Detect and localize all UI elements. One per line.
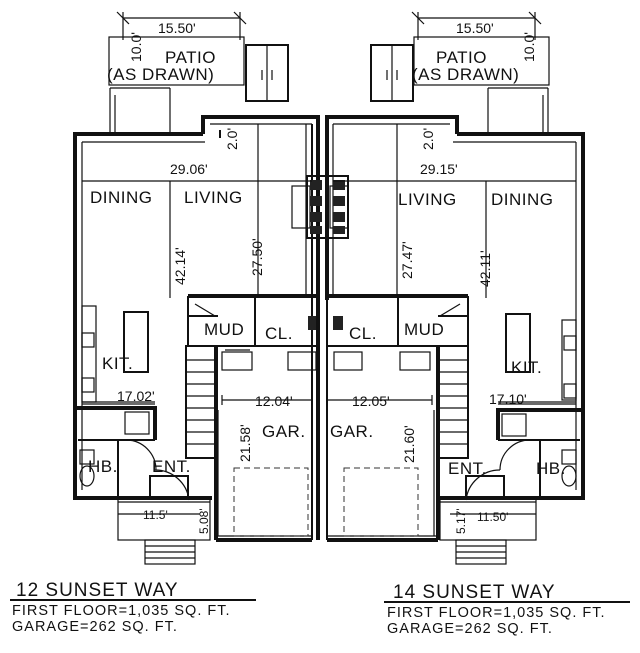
room-closet-right: CL. <box>349 324 377 343</box>
living-depth-dim-right: 27.47' <box>399 241 415 279</box>
garage-width-dim-right: 12.05' <box>352 393 390 409</box>
patio-label-left: PATIO <box>165 48 216 67</box>
room-garage-left: GAR. <box>262 422 306 441</box>
party-wall-left <box>291 124 328 540</box>
title-block-14: 14 SUNSET WAY FIRST FLOOR=1,035 SQ. FT. … <box>384 582 630 637</box>
room-bath-left: HB. <box>88 457 118 476</box>
patio-note-left: (AS DRAWN) <box>107 65 214 84</box>
address-14: 14 SUNSET WAY <box>393 582 556 603</box>
depth-dim-right: 42.11' <box>477 250 493 287</box>
unit-14-plan <box>325 11 585 565</box>
title-block-12: 12 SUNSET WAY FIRST FLOOR=1,035 SQ. FT. … <box>10 580 256 635</box>
kitchen-dim-left: 17.02' <box>117 388 155 404</box>
garage-depth-dim-left: 21.58' <box>237 424 253 462</box>
porch-right <box>439 497 537 565</box>
patio-left <box>108 11 247 134</box>
kitchen-dim-right: 17.10' <box>489 391 527 407</box>
room-living-right: LIVING <box>398 190 457 209</box>
depth-dim-left: 42.14' <box>172 247 188 285</box>
stairs-left <box>185 345 217 459</box>
room-living-left: LIVING <box>184 188 243 207</box>
room-dining-left: DINING <box>90 188 153 207</box>
living-depth-dim-left: 27.50' <box>249 238 265 276</box>
stairs-right <box>437 345 469 459</box>
room-mud-right: MUD <box>404 320 444 339</box>
party-wall-right <box>326 124 349 540</box>
half-bath-right <box>465 408 583 501</box>
porch-depth-dim-left: 5.08' <box>197 508 211 534</box>
first-floor-area-12: FIRST FLOOR=1,035 SQ. FT. <box>12 603 231 619</box>
bump-dim-left: 2.0' <box>224 128 240 150</box>
half-bath-left <box>75 406 190 501</box>
room-mud-left: MUD <box>204 320 244 339</box>
room-closet-left: CL. <box>265 324 293 343</box>
porch-width-dim-left: 11.5' <box>143 508 168 522</box>
room-dining-right: DINING <box>491 190 554 209</box>
patio-depth-dim-right: 10.0' <box>521 32 537 62</box>
garage-left <box>214 300 320 542</box>
garage-width-dim-left: 12.04' <box>255 393 293 409</box>
first-floor-area-14: FIRST FLOOR=1,035 SQ. FT. <box>387 605 606 621</box>
width-dim-right: 29.15' <box>420 161 458 177</box>
sliding-door-left <box>245 44 289 102</box>
width-dim-left: 29.06' <box>170 161 208 177</box>
unit-12-plan <box>73 11 328 565</box>
room-entry-right: ENT. <box>448 459 487 478</box>
kitchen-right <box>498 313 577 403</box>
garage-area-14: GARAGE=262 SQ. FT. <box>387 621 553 637</box>
room-kitchen-right: KIT. <box>511 358 542 377</box>
patio-width-dim-left: 15.50' <box>158 20 196 36</box>
porch-depth-dim-right: 5.17' <box>454 508 468 534</box>
porch-left <box>117 497 211 565</box>
patio-right <box>411 11 550 134</box>
room-kitchen-left: KIT. <box>102 354 133 373</box>
patio-label-right: PATIO <box>436 48 487 67</box>
room-entry-left: ENT. <box>152 457 191 476</box>
address-12: 12 SUNSET WAY <box>16 580 179 601</box>
garage-right <box>326 346 440 542</box>
bump-dim-right: 2.0' <box>420 128 436 150</box>
sliding-door-right <box>370 44 414 102</box>
room-garage-right: GAR. <box>330 422 374 441</box>
garage-depth-dim-right: 21.60' <box>401 425 417 463</box>
garage-area-12: GARAGE=262 SQ. FT. <box>12 619 178 635</box>
patio-depth-dim-left: 10.0' <box>128 32 144 62</box>
porch-width-dim-right: 11.50' <box>477 510 508 524</box>
room-bath-right: HB. <box>536 459 566 478</box>
patio-width-dim-right: 15.50' <box>456 20 494 36</box>
kitchen-left <box>81 305 155 403</box>
patio-note-right: (AS DRAWN) <box>412 65 519 84</box>
